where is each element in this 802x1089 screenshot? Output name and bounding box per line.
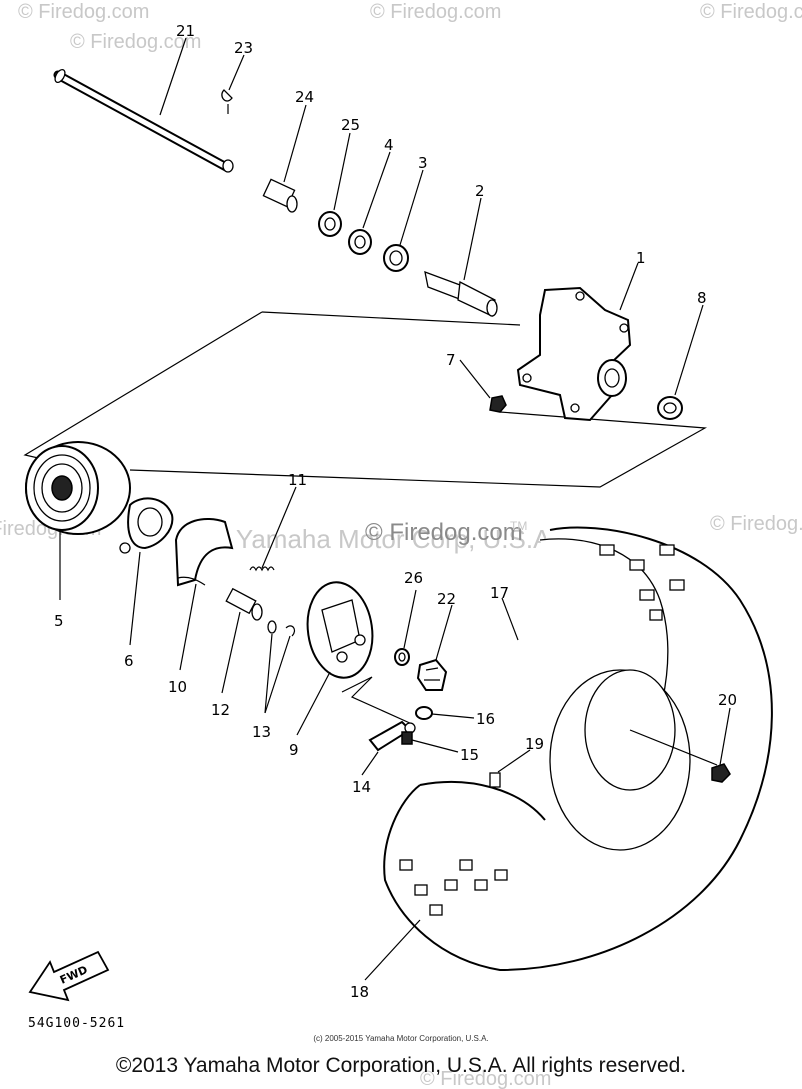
bearing-4 <box>348 229 372 255</box>
callout-13: 13 <box>252 723 271 741</box>
hub-nut <box>489 395 507 413</box>
outline-top <box>261 311 521 326</box>
callout-25: 25 <box>341 116 360 134</box>
watermark-firedog-center: © Firedog.com <box>365 519 523 546</box>
callout-10: 10 <box>168 678 187 696</box>
callout-6: 6 <box>124 652 134 670</box>
wheel-hub <box>516 286 632 422</box>
callout-24: 24 <box>295 88 314 106</box>
spacer <box>424 270 498 317</box>
callout-17: 17 <box>490 584 509 602</box>
camshaft <box>225 587 263 621</box>
wheel-nut <box>711 763 731 783</box>
outline-right <box>129 411 708 488</box>
watermark-mid-right: © Firedog.com <box>710 513 802 535</box>
callout-26: 26 <box>404 569 423 587</box>
callout-19: 19 <box>525 735 544 753</box>
brake-drum <box>25 441 131 535</box>
brake-arm <box>341 676 416 752</box>
callout-2: 2 <box>475 182 485 200</box>
collar <box>262 178 298 213</box>
watermark-top-right: © Firedog.com <box>700 1 802 23</box>
leader-lines <box>59 37 731 981</box>
hub-seal <box>657 396 683 420</box>
callout-23: 23 <box>234 39 253 57</box>
washer <box>394 648 410 666</box>
watermark-yamaha: © Yamaha Motor Corp, U.S.A. <box>210 524 558 554</box>
bolt <box>401 731 413 745</box>
brake-panel <box>306 581 374 679</box>
oil-seal <box>318 211 342 237</box>
spring <box>249 566 275 572</box>
watermark-top-left: © Firedog.com <box>18 1 149 23</box>
callout-8: 8 <box>697 289 707 307</box>
clips <box>267 620 296 637</box>
brake-shoe <box>174 518 234 587</box>
callout-labels: 1 2 3 4 5 6 7 8 9 10 11 12 13 14 15 16 1… <box>54 22 737 1001</box>
callout-14: 14 <box>352 778 371 796</box>
callout-9: 9 <box>289 741 299 759</box>
fwd-arrow-icon: FWD <box>28 950 110 1002</box>
callout-18: 18 <box>350 983 369 1001</box>
bearing-3 <box>383 244 409 272</box>
tire-valve <box>489 772 501 788</box>
nut-16 <box>415 706 433 720</box>
callout-21: 21 <box>176 22 195 40</box>
callout-7: 7 <box>446 351 456 369</box>
watermark-top-center: © Firedog.com <box>370 1 501 23</box>
callout-4: 4 <box>384 136 394 154</box>
drawing-code: 54G100-5261 <box>28 1016 126 1031</box>
cotter-pin <box>221 89 233 114</box>
watermark-bottom: © Firedog.com <box>420 1068 551 1089</box>
watermark-top-left-2: © Firedog.com <box>70 31 201 53</box>
callout-1: 1 <box>636 249 646 267</box>
outline-left <box>23 311 263 464</box>
watermark-tm: TM <box>510 519 527 533</box>
callout-22: 22 <box>437 590 456 608</box>
callout-15: 15 <box>460 746 479 764</box>
copyright-notice: ©2013 Yamaha Motor Corporation, U.S.A. A… <box>115 1054 687 1077</box>
callout-3: 3 <box>418 154 428 172</box>
callout-5: 5 <box>54 612 64 630</box>
brake-arm-leader <box>341 676 413 725</box>
callout-16: 16 <box>476 710 495 728</box>
brake-plate <box>119 497 174 554</box>
callout-12: 12 <box>211 701 230 719</box>
callout-20: 20 <box>718 691 737 709</box>
axle-nut <box>416 658 448 691</box>
callout-11: 11 <box>288 471 307 489</box>
small-copyright: (c) 2005-2015 Yamaha Motor Corporation, … <box>313 1034 489 1043</box>
axle <box>53 68 234 173</box>
